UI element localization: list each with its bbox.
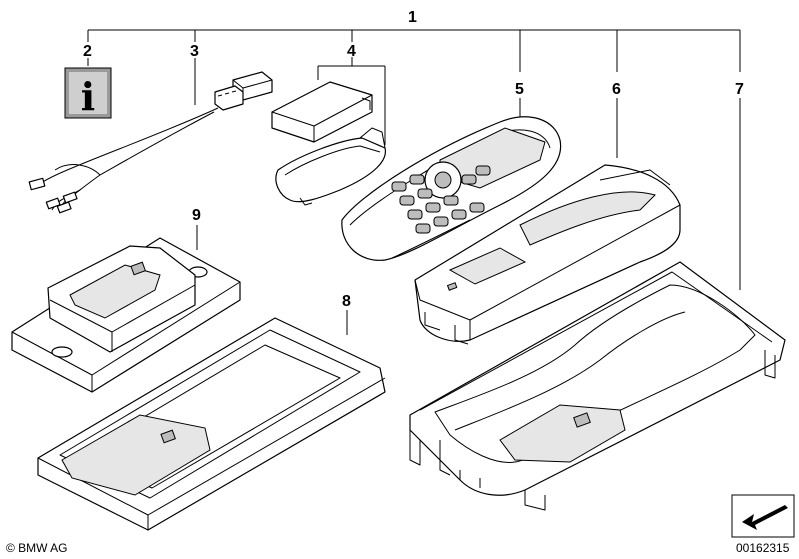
arrow-icon [731,494,795,538]
callout-3: 3 [190,43,199,60]
diagram-id: 00162315 [736,541,790,555]
holder-with-plate [11,237,241,393]
callout-1: 1 [408,9,417,26]
battery-pack [271,81,373,143]
battery-cover [275,127,386,206]
callout-4: 4 [347,43,356,60]
callout-6: 6 [612,81,621,98]
callout-7: 7 [735,81,744,98]
handset-cradle [414,164,681,345]
callout-9: 9 [192,207,201,224]
telephone-handset [341,116,562,261]
cable-harness [28,71,273,214]
callout-5: 5 [515,81,524,98]
info-icon: i [64,67,112,119]
console-tray-long [37,317,386,531]
copyright-text: © BMW AG [6,541,68,555]
console-tray-large [409,261,786,511]
callout-8: 8 [342,293,351,310]
keypad [391,165,491,234]
callout-2: 2 [83,43,92,60]
info-icon-glyph: i [81,74,95,119]
